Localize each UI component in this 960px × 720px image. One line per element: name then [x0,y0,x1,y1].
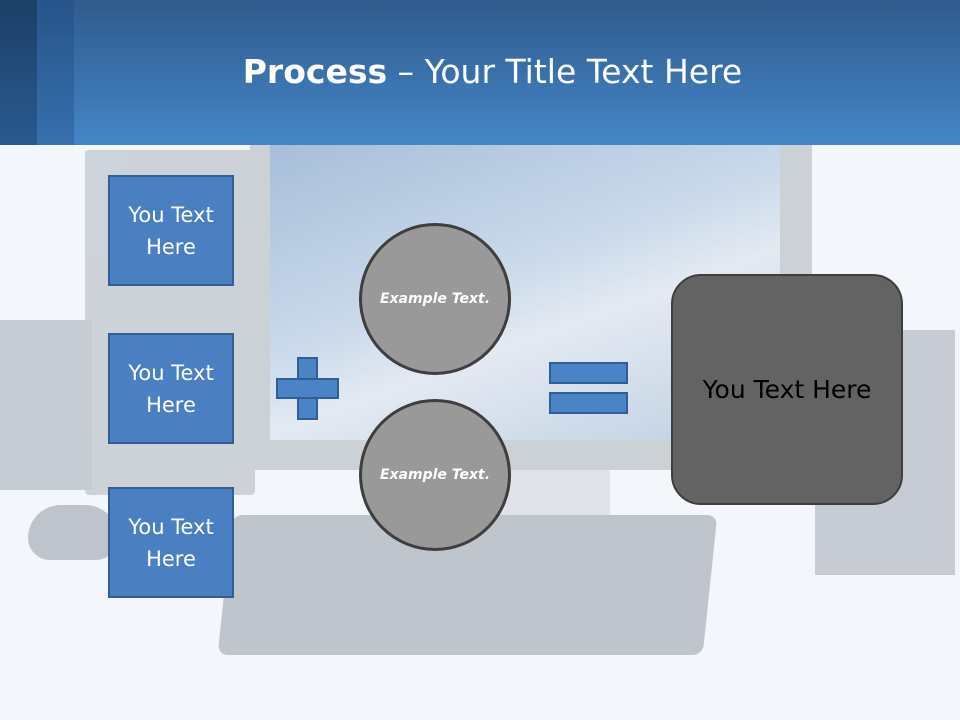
left-box-3: You Text Here [108,487,234,598]
result-box: You Text Here [671,274,903,505]
title-bold: Process [242,52,388,91]
left-box-2: You Text Here [108,333,234,444]
equals-icon [549,362,628,414]
title-rest: – Your Title Text Here [387,52,743,91]
header-bar [0,0,960,145]
circle-2: Example Text. [359,399,511,551]
header-accent-strip [0,0,37,145]
slide-title: Process – Your Title Text Here [0,52,960,91]
plus-icon [276,357,339,420]
left-speaker-shape [0,320,92,490]
mouse-shape [28,505,118,560]
left-box-1: You Text Here [108,175,234,286]
circle-1: Example Text. [359,223,511,375]
header-accent-strip [37,0,74,145]
